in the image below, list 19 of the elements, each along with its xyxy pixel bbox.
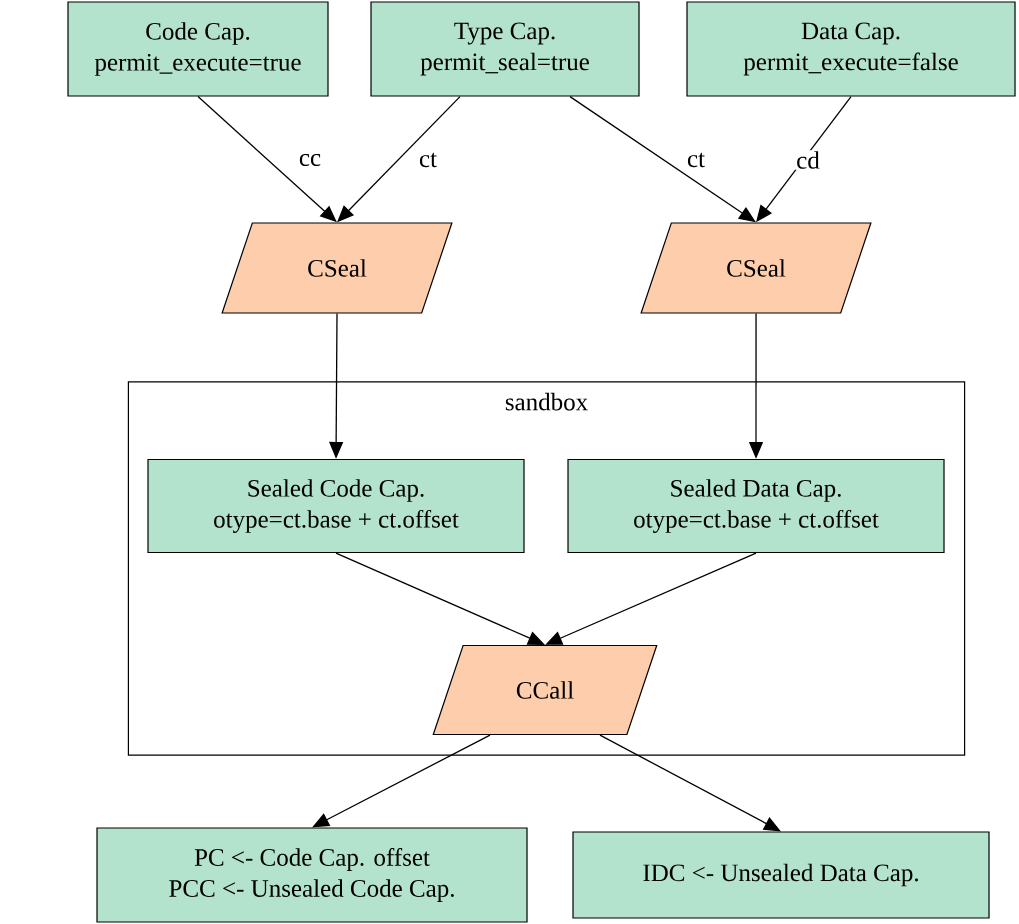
process-box: PC <- Code Cap. offset PCC <- Unsealed Code Cap. [96,827,528,923]
process-box: Sealed Data Cap. otype=ct.base + ct.offset [567,458,945,554]
edge-label: cc [297,153,323,167]
process-box: Code Cap. permit_execute=true [67,1,329,97]
process-box: IDC <- Unsealed Data Cap. [572,831,990,919]
arrow [599,734,781,832]
arrow [545,552,757,645]
arrow [312,734,491,828]
process-box: Type Cap. permit_seal=true [370,1,640,97]
edge-label: cd [795,150,821,170]
arrow [335,552,545,645]
process-box: Data Cap. permit_execute=false [686,1,1016,97]
edge-label: ct [418,151,439,169]
arrow [569,95,756,223]
operation-parallelogram: CSeal [640,222,872,314]
operation-parallelogram: CSeal [221,222,453,314]
operation-parallelogram: CCall [432,644,658,736]
edge-label: ct [686,151,707,169]
process-box: Sealed Code Cap. otype=ct.base + ct.offset [147,458,525,554]
